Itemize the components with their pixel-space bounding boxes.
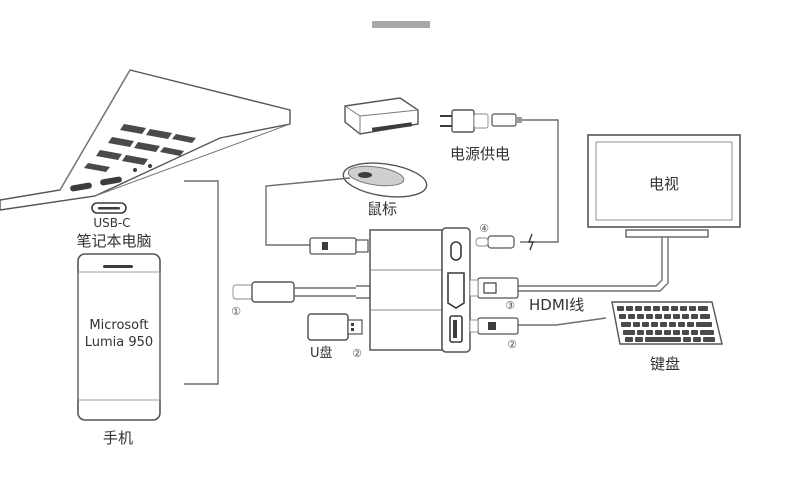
phone-brand: Microsoft <box>89 318 148 333</box>
laptop-icon <box>0 69 291 214</box>
tv-label: 电视 <box>649 175 679 193</box>
phone-model: Lumia 950 <box>85 335 153 350</box>
marker-two-left: ② <box>352 347 362 360</box>
phone-icon <box>77 253 161 421</box>
lightning-icon <box>527 233 535 251</box>
mouse-label: 鼠标 <box>367 200 397 218</box>
usb-a-connector-icon <box>309 237 369 255</box>
usb-c-cable <box>232 281 371 303</box>
laptop-port-label: USB-C <box>93 216 130 230</box>
device-bracket <box>184 180 219 385</box>
top-accent-bar <box>372 21 430 28</box>
laptop-label: 笔记本电脑 <box>76 232 151 250</box>
power-bank-icon <box>344 97 419 135</box>
phone-label: 手机 <box>103 429 133 447</box>
usb-c-connector-icon <box>475 235 515 249</box>
marker-two-right: ② <box>507 338 517 351</box>
wall-charger-icon <box>440 109 522 133</box>
usb-drive-icon <box>307 313 363 341</box>
power-label: 电源供电 <box>450 145 510 163</box>
usb-c-hub-icon <box>369 227 471 353</box>
mouse-icon <box>342 162 428 198</box>
keyboard-label: 键盘 <box>650 355 680 373</box>
keyboard-connector-icon <box>469 317 519 335</box>
marker-four: ④ <box>479 222 489 235</box>
hdmi-label: HDMI线 <box>529 296 584 314</box>
marker-three: ③ <box>505 299 515 312</box>
marker-one: ① <box>231 305 241 318</box>
keyboard-icon <box>611 301 723 345</box>
usb-drive-label: U盘 <box>310 345 333 361</box>
tv-icon <box>587 134 741 238</box>
hdmi-connector-icon <box>469 277 519 299</box>
